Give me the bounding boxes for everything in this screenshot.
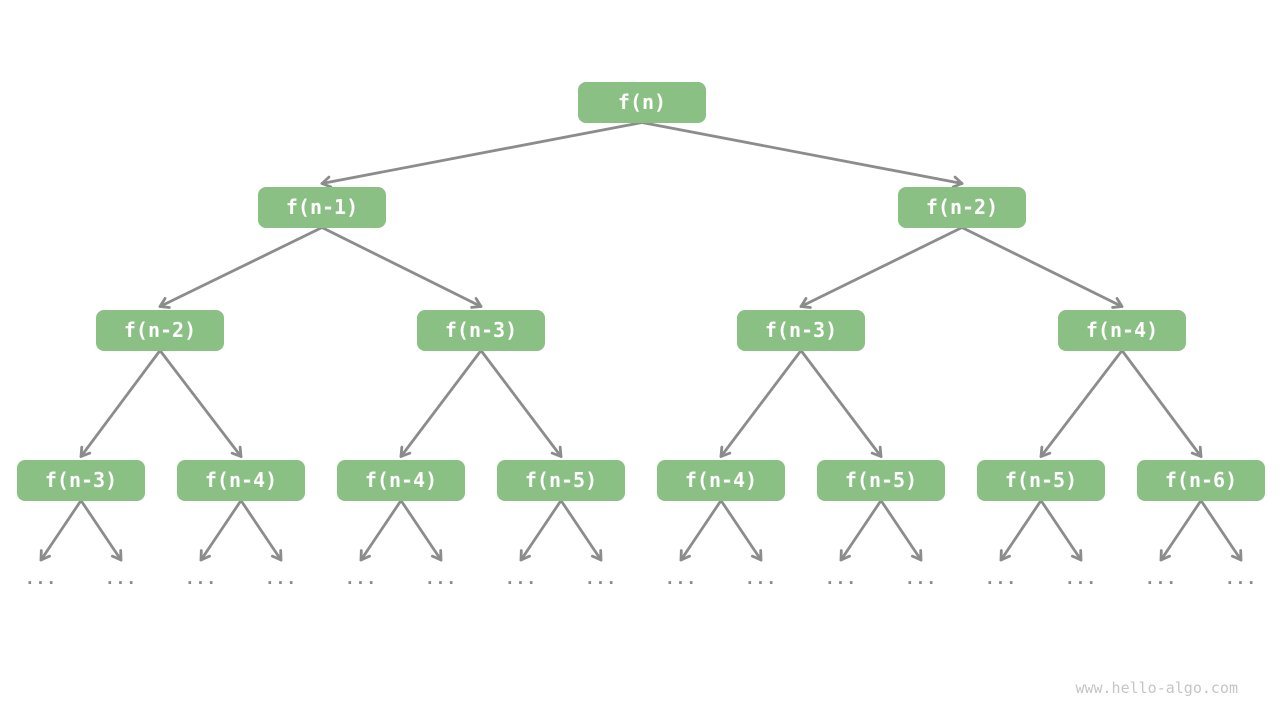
- ellipsis-leaf: ...: [185, 569, 217, 588]
- edge-arrow: [239, 499, 283, 562]
- ellipsis-leaf: ...: [505, 569, 537, 588]
- ellipsis-leaf: ...: [1065, 569, 1097, 588]
- tree-node: f(n-5): [817, 459, 945, 501]
- tree-node: f(n-4): [337, 459, 465, 501]
- edge-arrow: [559, 499, 603, 562]
- edge-arrow: [399, 349, 483, 458]
- edge-arrow: [640, 121, 964, 189]
- ellipsis-leaf: ...: [345, 569, 377, 588]
- ellipsis-leaf: ...: [665, 569, 697, 588]
- edge-arrow: [199, 499, 243, 562]
- tree-node: f(n-5): [497, 459, 625, 501]
- edge-arrow: [1199, 499, 1243, 562]
- ellipsis-leaf: ...: [265, 569, 297, 588]
- tree-node: f(n-3): [17, 459, 145, 501]
- edge-arrow: [1039, 349, 1124, 458]
- tree-node: f(n-5): [977, 459, 1105, 501]
- tree-node: f(n-2): [898, 186, 1026, 228]
- ellipsis-leaf: ...: [745, 569, 777, 588]
- tree-node: f(n-4): [657, 459, 785, 501]
- ellipsis-leaf: ...: [1225, 569, 1257, 588]
- tree-node: f(n-4): [177, 459, 305, 501]
- edge-arrow: [879, 499, 923, 562]
- ellipsis-leaf: ...: [985, 569, 1017, 588]
- edge-arrow: [799, 226, 964, 309]
- ellipsis-leaf: ...: [105, 569, 137, 588]
- edge-arrow: [999, 499, 1043, 562]
- edge-arrow: [399, 499, 443, 562]
- edge-arrow: [719, 499, 763, 562]
- edge-arrow: [39, 499, 83, 562]
- tree-node: f(n-3): [737, 309, 865, 351]
- edge-arrow: [519, 499, 563, 562]
- edge-arrow: [320, 226, 483, 309]
- edge-arrow: [1120, 349, 1203, 458]
- edge-arrow: [320, 121, 644, 189]
- ellipsis-leaf: ...: [25, 569, 57, 588]
- edge-arrow: [79, 349, 162, 458]
- tree-node: f(n): [578, 81, 706, 123]
- edge-arrow: [479, 349, 563, 458]
- edge-arrow: [158, 226, 324, 309]
- ellipsis-leaf: ...: [585, 569, 617, 588]
- tree-node: f(n-3): [417, 309, 545, 351]
- edge-arrow: [960, 226, 1124, 309]
- edge-arrow: [158, 349, 243, 458]
- tree-node: f(n-2): [96, 309, 224, 351]
- tree-node: f(n-1): [258, 186, 386, 228]
- ellipsis-leaf: ...: [825, 569, 857, 588]
- edge-arrow: [839, 499, 883, 562]
- ellipsis-leaf: ...: [425, 569, 457, 588]
- edge-arrow: [1159, 499, 1203, 562]
- watermark: www.hello-algo.com: [1075, 679, 1238, 697]
- ellipsis-leaf: ...: [905, 569, 937, 588]
- edge-arrow: [79, 499, 123, 562]
- edge-arrow: [359, 499, 403, 562]
- tree-node: f(n-4): [1058, 309, 1186, 351]
- ellipsis-leaf: ...: [1145, 569, 1177, 588]
- edge-arrow: [1039, 499, 1083, 562]
- edge-arrow: [719, 349, 803, 458]
- edge-arrow: [679, 499, 723, 562]
- edge-arrow: [799, 349, 883, 458]
- tree-node: f(n-6): [1137, 459, 1265, 501]
